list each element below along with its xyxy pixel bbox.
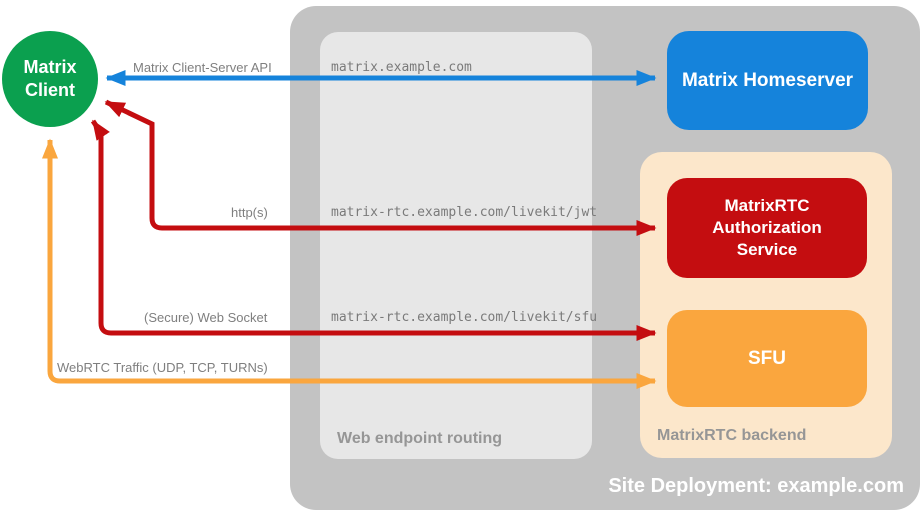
client-server-api-label: Matrix Client-Server API bbox=[133, 60, 272, 75]
endpoint-livekit-sfu: matrix-rtc.example.com/livekit/sfu bbox=[331, 310, 598, 325]
matrixrtc-auth-service-label: MatrixRTC Authorization Service bbox=[712, 196, 822, 259]
matrix-homeserver-label: Matrix Homeserver bbox=[681, 69, 854, 91]
endpoint-matrix: matrix.example.com bbox=[331, 60, 472, 75]
web-endpoint-routing-box: Web endpoint routing bbox=[320, 32, 592, 459]
matrix-client-label: Matrix Client bbox=[23, 57, 77, 100]
matrix-homeserver-node: Matrix Homeserver bbox=[667, 31, 868, 130]
matrixrtc-auth-service-node: MatrixRTC Authorization Service bbox=[667, 178, 867, 278]
websocket-label: (Secure) Web Socket bbox=[144, 310, 268, 325]
sfu-node: SFU bbox=[667, 310, 867, 407]
endpoint-livekit-jwt: matrix-rtc.example.com/livekit/jwt bbox=[331, 205, 598, 220]
web-endpoint-routing-label: Web endpoint routing bbox=[337, 430, 503, 447]
https-label: http(s) bbox=[231, 205, 268, 220]
matrixrtc-backend-label: MatrixRTC backend bbox=[657, 427, 807, 444]
sfu-label: SFU bbox=[748, 347, 786, 369]
matrix-client-node: Matrix Client bbox=[2, 31, 98, 127]
site-deployment-label: Site Deployment: example.com bbox=[608, 475, 904, 497]
webrtc-label: WebRTC Traffic (UDP, TCP, TURNs) bbox=[57, 360, 268, 375]
